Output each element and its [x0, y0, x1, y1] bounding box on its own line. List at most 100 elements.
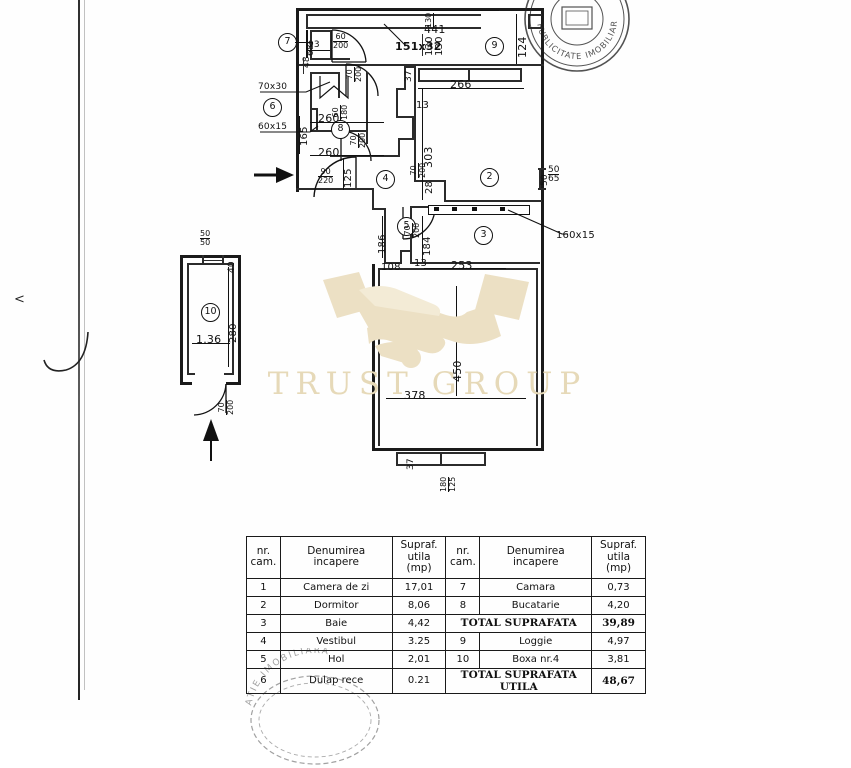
cell-nr-left: 6: [246, 667, 281, 694]
wall-corr-v2: [412, 116, 414, 140]
label-151x32: 151x32: [395, 40, 442, 53]
bath-fixture-4: [500, 207, 505, 211]
cell-nr-left: 5: [246, 649, 281, 669]
table-header: nr. cam. Denumirea incapere Supraf. util…: [246, 536, 646, 579]
wall-corr-b2: [398, 138, 414, 140]
bath-fixture-2: [452, 207, 457, 211]
handwriting-curve: [43, 331, 89, 372]
cell-name-right: Bucatarie: [479, 595, 593, 615]
window-loggia-bottom: [418, 80, 522, 82]
dimline-48: [303, 58, 304, 74]
header-denumire-left: Denumirea incapere: [279, 536, 393, 579]
window-loggia-right: [520, 68, 522, 82]
scan-fold-artifact: [78, 0, 80, 700]
room-number-5: 5: [397, 217, 416, 236]
cell-nr-right: 7: [445, 577, 481, 597]
floor-plan-document: <: [14, 0, 646, 765]
wall-bath-bottom: [410, 262, 540, 264]
room-schedule-table: nr. cam. Denumirea incapere Supraf. util…: [246, 536, 646, 694]
cell-total-value: 39,89: [591, 613, 646, 633]
wall-loggia-niche-bottom: [528, 27, 542, 29]
dim-bath-height: 184: [422, 236, 433, 256]
opening-50-50: 50 50: [200, 229, 211, 247]
wall-bedroom-top-stub: [404, 66, 416, 68]
cabinet-dulap-rece: [319, 76, 349, 100]
wall-kitchen-counter-v: [316, 108, 318, 132]
dimline-loggia-depth: [516, 14, 517, 64]
cell-total-label: TOTAL SUPRAFATA UTILA: [445, 667, 593, 694]
cell-nr-left: 3: [246, 613, 281, 633]
cell-name-left: Baie: [279, 613, 393, 633]
cell-area-right: 4,97: [591, 631, 646, 651]
scan-fold-shadow: [84, 0, 85, 690]
cell-name-left: Hol: [279, 649, 393, 669]
dimline-storage-width: [192, 343, 230, 344]
window-living-left-jamb: [396, 452, 398, 466]
dimline-bath-h: [422, 216, 423, 262]
wall-corr-left: [404, 66, 406, 90]
cell-nr-left: 1: [246, 577, 281, 597]
cell-nr-right: 9: [445, 631, 481, 651]
dim-storage-width: 1.36: [196, 333, 222, 346]
header-nr-cam-right: nr. cam.: [445, 536, 481, 579]
leader-pantry: [295, 42, 313, 43]
dim-kitchen-a: 260: [318, 112, 340, 125]
dimline-kitchen-b: [310, 155, 384, 156]
dim-hall-small: 108: [381, 262, 401, 273]
wall-hall-bottom-stub: [372, 208, 386, 210]
cell-area-left: 2,01: [391, 649, 447, 669]
bath-fixture-3: [472, 207, 477, 211]
header-supraf-left: Supraf. utila (mp): [391, 536, 447, 579]
storage-unit-plan: 50 50 40 280 1.36 10 70 200: [170, 225, 280, 461]
wall-corr-stub: [396, 88, 406, 90]
dimline-bedroom-h: [422, 88, 423, 200]
storage-wall-right: [238, 255, 241, 385]
window-bedroom-top: [538, 168, 546, 170]
wall-pantry-right: [330, 30, 332, 60]
header-nr-cam-left: nr. cam.: [246, 536, 281, 579]
table-header-row: nr. cam. Denumirea incapere Supraf. util…: [246, 536, 646, 579]
dimline-pantry-h: [306, 50, 330, 51]
dimline-bath-w: [424, 268, 506, 269]
wall-vest-right2: [366, 130, 368, 144]
wall-corr-v3: [398, 138, 400, 156]
dim-loggia-wall: 37: [404, 70, 414, 82]
cell-name-left: Camera de zi: [279, 577, 393, 597]
wall-loggia-inner-bottom: [306, 27, 481, 29]
wall-bedroom-bottom: [444, 200, 542, 202]
dim-living-wall: 37: [406, 458, 416, 470]
dimline-living-w: [386, 398, 526, 399]
leader-70x30: [260, 81, 331, 93]
wall-loggia-right-niche: [528, 14, 530, 28]
wall-living-right: [541, 264, 544, 450]
wall-bedroom-left: [414, 66, 416, 181]
wall-loggia-inner-left: [306, 14, 308, 28]
dimline-pantry-v: [306, 30, 308, 58]
cell-area-right: 4,20: [591, 595, 646, 615]
door-swing-kitchen-top: [345, 63, 379, 97]
dim-bath-width: 253: [451, 259, 473, 272]
wall-living-top-in: [378, 268, 538, 270]
window-loggia-top: [418, 68, 522, 70]
opening-50-65: 50 65: [548, 165, 560, 184]
opening-70-200-storage: 70 200: [217, 399, 235, 415]
room-number-2: 2: [480, 168, 499, 187]
dim-loggia-length: 441: [424, 23, 446, 36]
cell-area-left: 0.21: [391, 667, 447, 694]
room-number-3: 3: [474, 226, 493, 245]
opening-70-200-kitchen2: 70 200: [349, 132, 367, 148]
cell-area-left: 17,01: [391, 577, 447, 597]
dimline-hall-depth: [382, 216, 383, 258]
cell-name-left: Vestibul: [279, 631, 393, 651]
wall-living-right-in: [536, 270, 538, 446]
dimline-kitchen-a: [310, 122, 384, 123]
wall-hall-b2: [400, 250, 410, 252]
wall-loggia-inner-top: [306, 14, 481, 16]
bath-counter: [428, 205, 530, 215]
entrance-arrow-icon: [254, 167, 294, 183]
storage-inner-bottom-r: [224, 373, 234, 375]
